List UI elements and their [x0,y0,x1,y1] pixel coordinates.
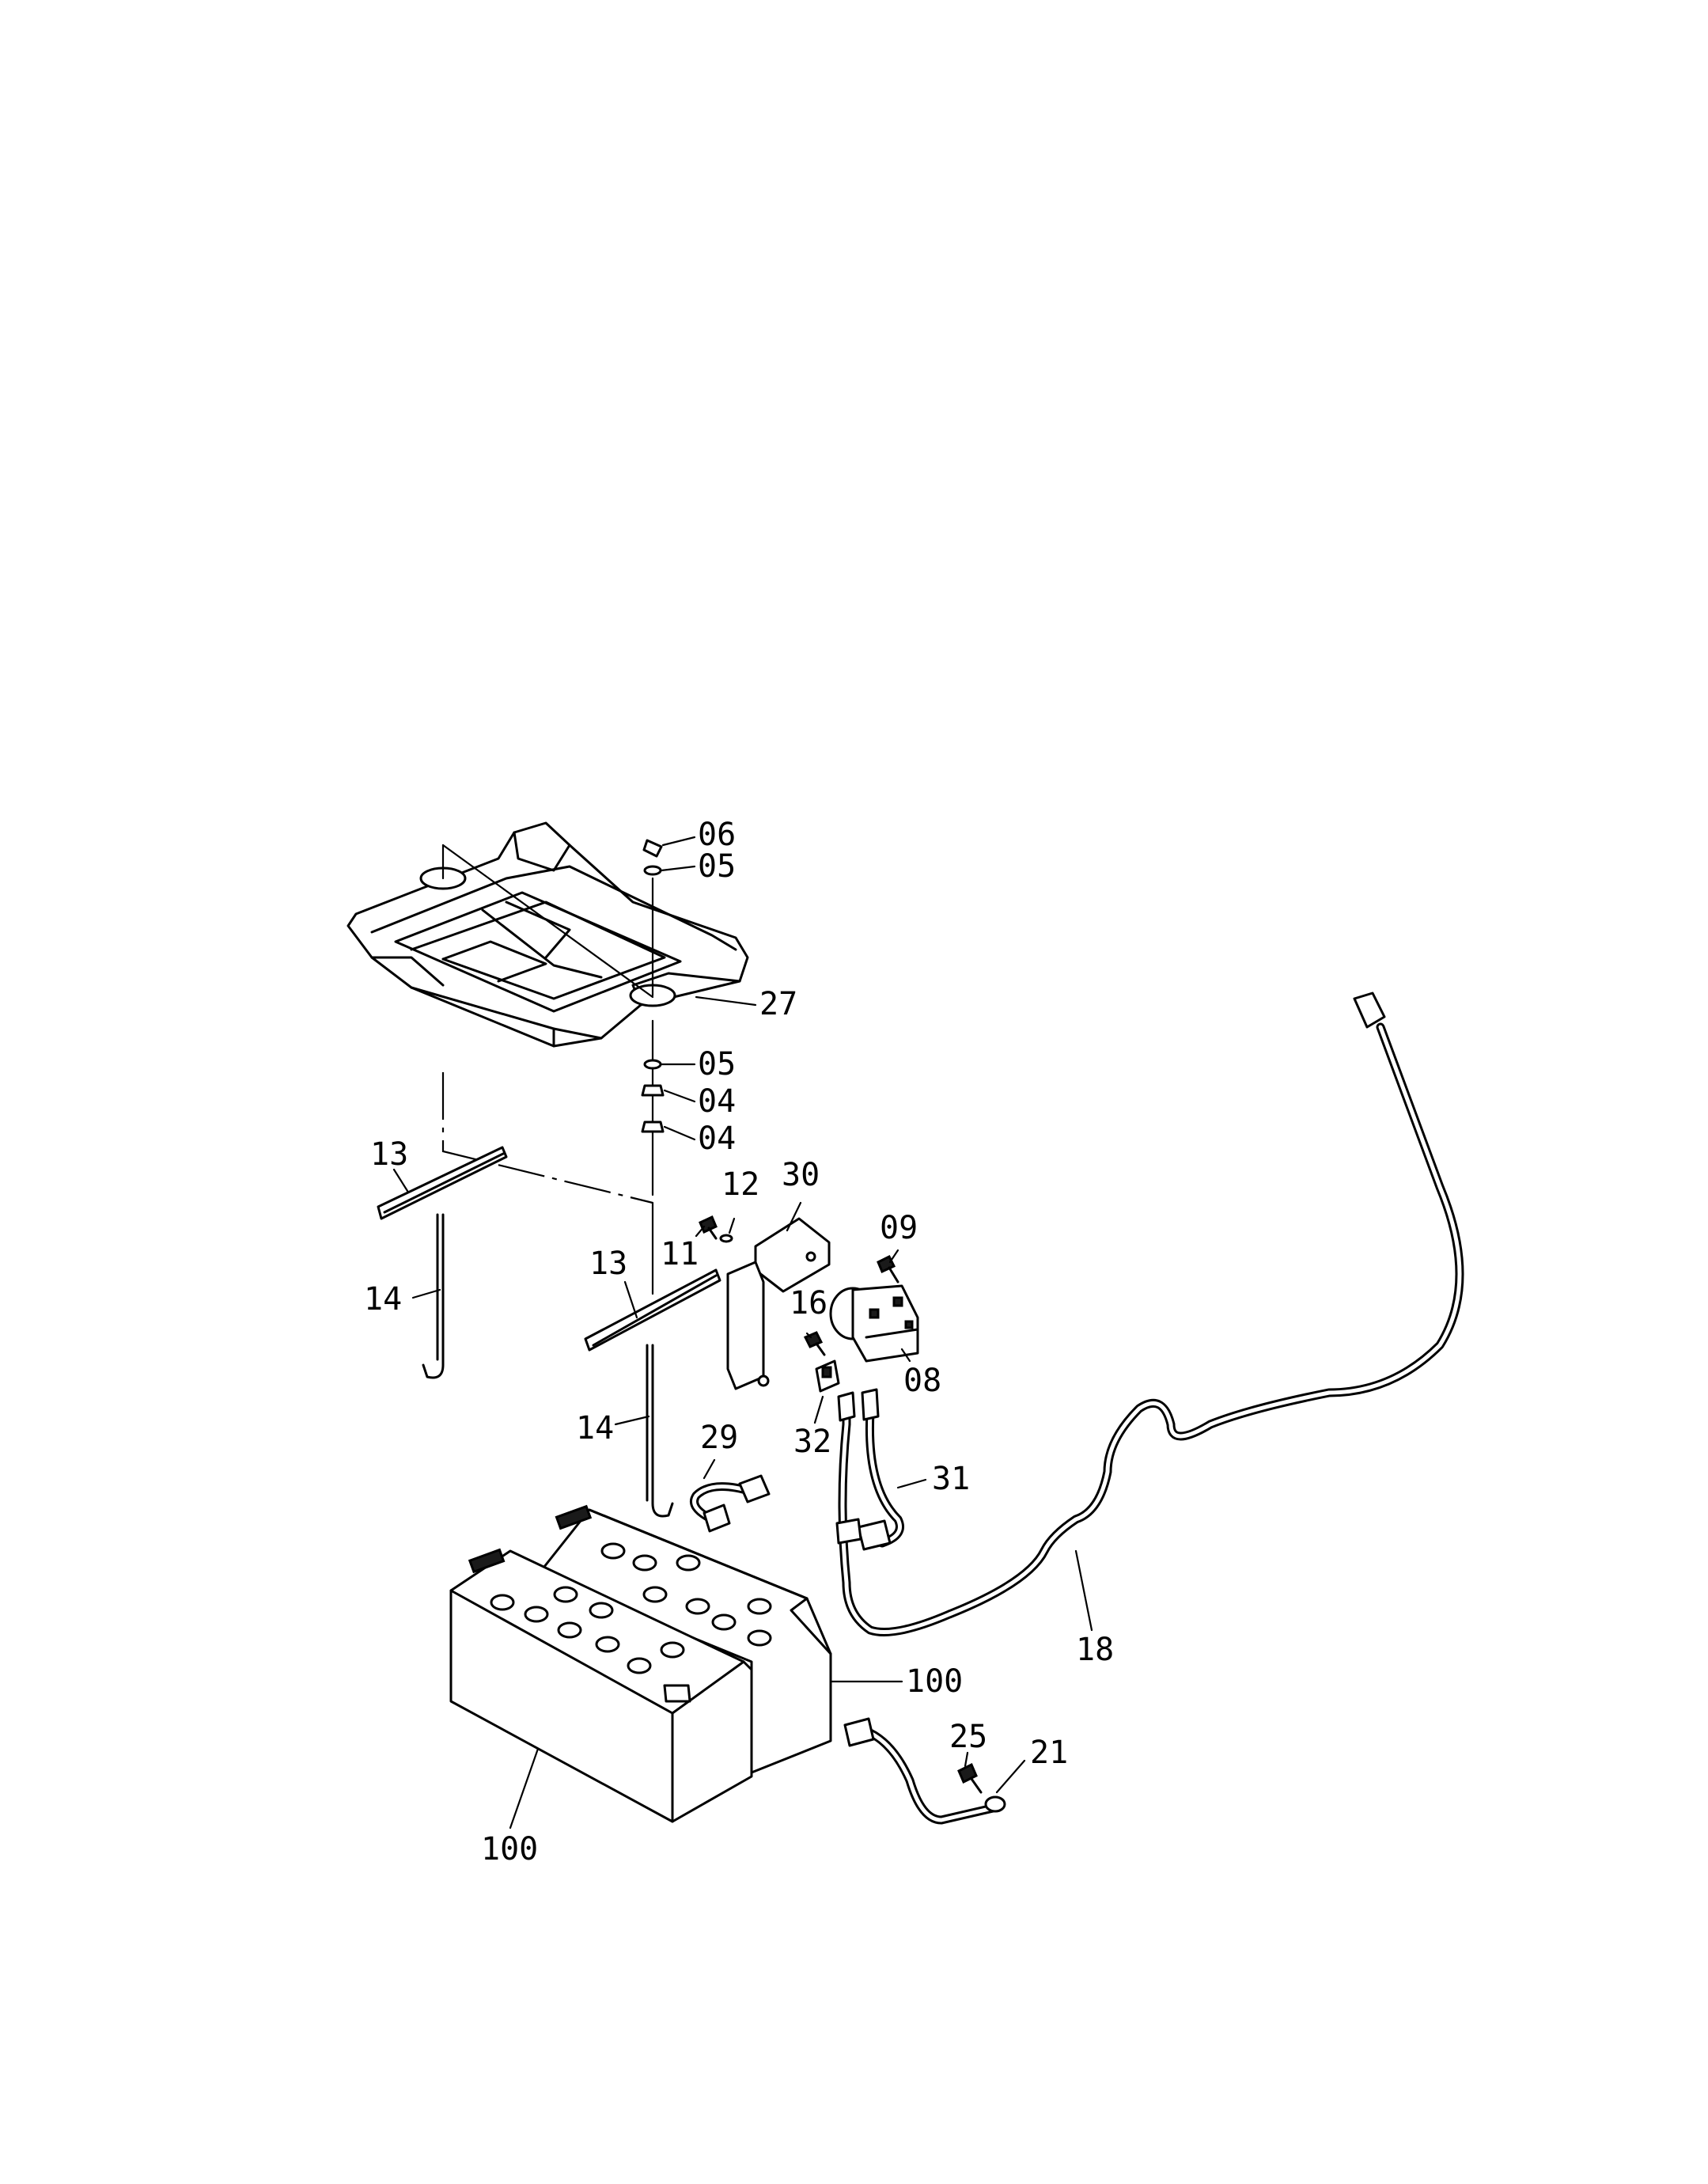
label-27: 27 [759,986,797,1022]
leader-lines [392,836,1093,1829]
label-08: 08 [903,1363,941,1399]
cable-29 [690,1474,771,1533]
label-18: 18 [1076,1632,1114,1668]
nut-icon [641,1120,665,1133]
label-21: 21 [1030,1735,1068,1771]
bolt-25 [957,1762,983,1794]
label-14-left: 14 [364,1281,402,1318]
cable-21 [843,1717,1006,1825]
bolt-16 [803,1331,826,1356]
bracket [726,1217,831,1390]
label-04-b: 04 [698,1120,736,1157]
label-04-a: 04 [698,1083,736,1120]
label-05-bottom: 05 [698,1046,736,1083]
bolt-09 [877,1254,899,1283]
label-16: 16 [790,1285,827,1321]
fasteners-top [641,839,665,1133]
battery-front [449,1548,753,1823]
label-25: 25 [949,1719,987,1755]
label-09: 09 [880,1210,918,1246]
label-05-top: 05 [698,848,736,885]
washer-icon [643,1059,662,1070]
label-06: 06 [698,817,736,853]
label-31: 31 [932,1461,970,1497]
cable-31 [857,1388,904,1551]
hold-down-bar-mid [584,1268,721,1352]
label-100-left: 100 [481,1831,538,1867]
label-30: 30 [782,1157,820,1193]
label-13-mid: 13 [589,1246,627,1282]
hold-down-bar-left [377,1146,508,1220]
wing-nut-icon [642,839,663,858]
hold-down-rod-mid [646,1344,674,1518]
label-29: 29 [700,1420,738,1456]
nut-icon [641,1084,665,1097]
washer-12 [719,1234,733,1243]
battery-cover [347,821,749,1048]
label-12: 12 [721,1166,759,1203]
label-100-right: 100 [906,1663,963,1700]
fuse-32 [815,1359,840,1393]
label-14-mid: 14 [576,1410,614,1447]
assembly-leaders [441,844,654,1295]
label-11: 11 [661,1236,699,1272]
battery-relay [829,1284,919,1363]
label-32: 32 [793,1424,831,1460]
label-13-left: 13 [370,1136,408,1173]
washer-icon [643,865,662,876]
part-labels: 06 05 27 05 04 04 13 14 12 30 11 13 09 1… [364,817,1114,1867]
hold-down-rod-left [422,1213,445,1379]
cable-18 [835,992,1464,1636]
